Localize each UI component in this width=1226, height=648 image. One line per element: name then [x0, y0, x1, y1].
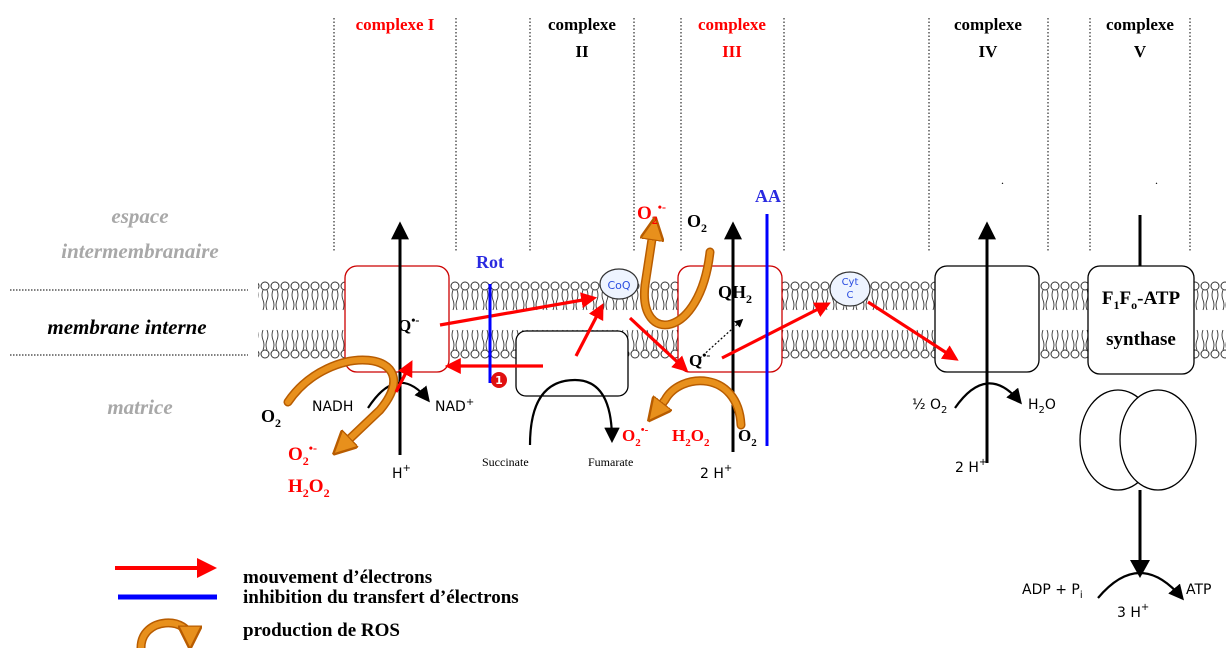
aa-label: AA: [755, 186, 781, 206]
qh2-label: QH2: [718, 282, 752, 306]
site-1-number: 1: [495, 374, 503, 387]
complex-1-h2o2: H2O2: [288, 476, 330, 500]
complex-1-superoxide: O2•-: [288, 441, 317, 468]
complex-4-dot: .: [1001, 173, 1004, 187]
complex-4-protons: 2 H+: [955, 457, 987, 476]
complex-3-bottom-superoxide: O2•-: [622, 424, 649, 449]
complex-4-number: IV: [979, 42, 999, 61]
complex-3-internal-arrow: [699, 318, 744, 359]
atp-label: ATP: [1186, 582, 1211, 598]
complex-1-o2-substrate: O2: [261, 406, 281, 430]
complex-4-title: complexe: [954, 15, 1022, 34]
nad-label: NAD+: [435, 397, 474, 415]
complex-1-q-radical: Q•-: [398, 313, 419, 335]
ros-arrows: [283, 226, 746, 448]
complex-3-bottom-o2: O2: [738, 426, 757, 449]
complex-headers: [333, 18, 1191, 252]
cyt-label-line1: Cyt: [842, 277, 859, 288]
cyt-label-line2: C: [847, 290, 854, 301]
reaction-arrows: [367, 378, 1184, 601]
nadh-label: NADH: [312, 399, 353, 415]
proton-arrows: [391, 215, 1142, 565]
complex-3-top-superoxide: O2•-: [637, 200, 666, 227]
complex-2-number: II: [575, 42, 589, 61]
complex-1-title: complexe I: [356, 15, 435, 34]
complex-2-title: complexe: [548, 15, 616, 34]
cytochrome-c-carrier: [829, 271, 871, 307]
complex-3-top-o2: O2: [687, 211, 707, 235]
region-labels: espace intermembranaire membrane interne…: [10, 204, 248, 419]
rot-label: Rot: [476, 252, 504, 272]
ros-arrow-complex-3-bottom: [649, 376, 746, 430]
complex-2-box: [515, 330, 629, 397]
legend-inhibition-label: inhibition du transfert d’électrons: [243, 587, 519, 608]
succinate-label: Succinate: [482, 455, 529, 469]
atp-synthase-name-line1: F1Fo-ATP: [1102, 288, 1181, 312]
espace-label-line1: espace: [111, 204, 168, 228]
complex-3-bottom-h2o2: H2O2: [672, 426, 710, 449]
complex-5-proton-exit: [1130, 560, 1150, 578]
complex-3-q-radical: Q•-: [689, 348, 710, 370]
atp-synthase-f1-right: [1119, 389, 1197, 491]
complex-1-box: [344, 265, 450, 373]
complex-3-protons: 2 H+: [700, 463, 732, 482]
adp-pi-label: ADP + Pi: [1022, 582, 1083, 601]
h2o-label: H2O: [1028, 397, 1056, 416]
complex-3-number: III: [722, 42, 742, 61]
complex-5-protons: 3 H+: [1117, 602, 1149, 621]
legend-electron-label: mouvement d’électrons: [243, 567, 432, 588]
membrane-label: membrane interne: [47, 315, 206, 339]
complex-3-title: complexe: [698, 15, 766, 34]
espace-label-line2: intermembranaire: [61, 239, 219, 263]
atp-synthase-name-line2: synthase: [1106, 329, 1176, 350]
complex-5-number: V: [1134, 42, 1147, 61]
legend-ros-label: production de ROS: [243, 620, 400, 641]
complex-5-title: complexe: [1106, 15, 1174, 34]
complex-5-box: [1087, 265, 1195, 375]
fumarate-label: Fumarate: [588, 455, 633, 469]
coenzyme-q-carrier: [599, 268, 639, 300]
legend: mouvement d’électrons inhibition du tran…: [115, 558, 519, 648]
coq-label: CoQ: [607, 279, 630, 292]
half-o2-label: ½ O2: [912, 397, 947, 416]
site-1-badge: [491, 372, 507, 388]
complex-1-proton: H+: [392, 463, 411, 482]
complex-5-dot: .: [1155, 173, 1158, 187]
electron-flow: [394, 292, 959, 393]
matrice-label: matrice: [107, 395, 172, 419]
